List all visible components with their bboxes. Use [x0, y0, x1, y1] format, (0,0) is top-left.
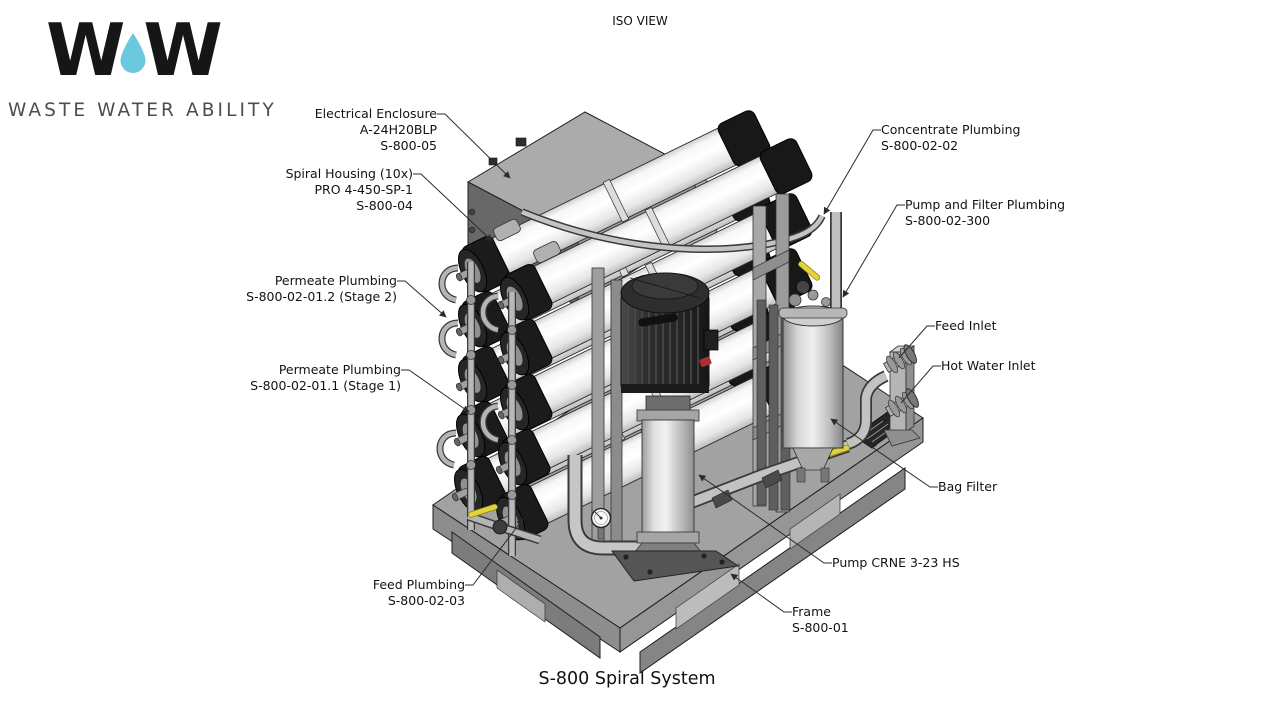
feed-inlet-stub: [882, 344, 917, 374]
callout-line: A-24H20BLP: [359, 121, 437, 137]
callout-concentrate-plumbing: Concentrate Plumbing S-800-02-02: [881, 122, 1020, 154]
concentrate-pipe: [520, 208, 826, 253]
callout-permeate-stage2: Permeate Plumbing S-800-02-01.2 (Stage 2…: [246, 273, 397, 305]
callout-line: Feed Plumbing: [372, 577, 465, 592]
pressure-gauge: [590, 507, 612, 540]
callout-line: S-800-02-300: [905, 212, 991, 228]
callout-line: S-800-02-01.1 (Stage 1): [250, 377, 401, 393]
callout-line: Feed Inlet: [935, 318, 997, 333]
logo-w-left: W: [46, 8, 125, 92]
spiral-housings: [441, 106, 816, 550]
valve-handle-yellow: [468, 503, 498, 518]
logo-subtitle: WASTE WATER ABILITY: [8, 100, 277, 121]
inlet-assembly: [882, 344, 921, 447]
callout-pump: Pump CRNE 3-23 HS: [832, 555, 960, 571]
callout-line: Spiral Housing (10x): [285, 166, 413, 181]
callout-frame: Frame S-800-01: [792, 604, 849, 636]
callout-electrical-enclosure: Electrical Enclosure A-24H20BLP S-800-05: [315, 106, 437, 153]
callout-line: S-800-02-03: [387, 592, 465, 608]
red-marker: [699, 356, 712, 367]
callout-line: Electrical Enclosure: [314, 106, 437, 121]
callout-line: Permeate Plumbing: [274, 273, 397, 288]
callout-spiral-housing: Spiral Housing (10x) PRO 4-450-SP-1 S-80…: [286, 166, 413, 213]
callout-feed-inlet: Feed Inlet: [935, 318, 996, 334]
leader-lines: [397, 113, 941, 613]
callout-line: S-800-01: [792, 619, 849, 635]
callout-line: Pump CRNE 3-23 HS: [832, 555, 960, 570]
callout-line: Concentrate Plumbing: [881, 122, 1021, 137]
callout-line: S-800-02-02: [881, 137, 959, 153]
callout-line: PRO 4-450-SP-1: [314, 181, 413, 197]
callout-permeate-stage1: Permeate Plumbing S-800-02-01.1 (Stage 1…: [250, 362, 401, 394]
pump-motor: [620, 272, 719, 393]
valve-handle-yellow: [798, 261, 821, 281]
callout-line: Pump and Filter Plumbing: [905, 197, 1066, 212]
callout-line: Hot Water Inlet: [941, 358, 1036, 373]
callout-line: Frame: [792, 604, 831, 619]
water-drop-icon: [120, 33, 146, 74]
pump-assembly: [611, 272, 740, 582]
bag-filter-vessel: [778, 212, 848, 483]
callout-bag-filter: Bag Filter: [938, 479, 997, 495]
callout-line: S-800-04: [356, 197, 413, 213]
hot-water-inlet-stub: [884, 388, 919, 418]
callout-line: S-800-02-01.2 (Stage 2): [246, 288, 397, 304]
drawing-title: S-800 Spiral System: [538, 669, 716, 689]
view-label: ISO VIEW: [612, 14, 668, 28]
callout-line: Permeate Plumbing: [278, 362, 401, 377]
permeate-piping: [436, 262, 517, 556]
callout-hot-water-inlet: Hot Water Inlet: [941, 358, 1036, 374]
feed-plumbing-assembly: [466, 455, 668, 557]
callout-line: S-800-05: [380, 137, 437, 153]
filter-top-valves: [788, 261, 831, 307]
logo-w-right: W: [143, 8, 222, 92]
callout-line: Bag Filter: [938, 479, 998, 494]
callout-feed-plumbing: Feed Plumbing S-800-02-03: [373, 577, 465, 609]
callout-pump-filter-plumbing: Pump and Filter Plumbing S-800-02-300: [905, 197, 1065, 229]
logo-marks: W W: [46, 8, 223, 92]
